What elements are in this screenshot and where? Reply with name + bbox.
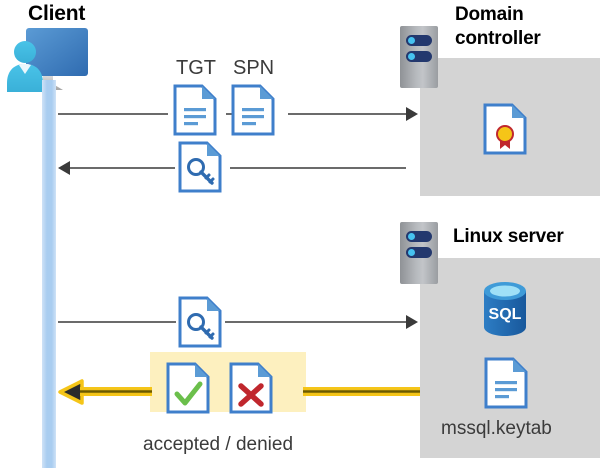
presented-ticket-document-key-icon — [178, 296, 222, 348]
flow-ticket-line-right — [230, 167, 406, 169]
rack-led-icon — [408, 233, 415, 240]
sql-database-icon: SQL — [484, 282, 526, 336]
flow-request-arrowhead-icon — [406, 107, 418, 121]
client-computer-icon — [7, 28, 88, 92]
verdict-line-right — [303, 387, 420, 396]
rack-led-icon — [408, 249, 415, 256]
accepted-document-check-icon — [166, 362, 210, 414]
rack-bar — [406, 247, 432, 258]
service-ticket-document-key-icon — [178, 141, 222, 193]
rack-led-icon — [408, 53, 415, 60]
rack-bar — [406, 35, 432, 46]
flow-ticket-line-left — [70, 167, 175, 169]
spn-document-icon — [231, 84, 275, 136]
client-title: Client — [28, 2, 86, 25]
domain-controller-title-line1: Domain — [455, 4, 524, 25]
rack-bar — [406, 231, 432, 242]
flow-request-line-right — [288, 113, 406, 115]
rack-led-icon — [408, 37, 415, 44]
svg-text:SQL: SQL — [489, 306, 522, 323]
tgt-document-icon — [173, 84, 217, 136]
flow-ticket-arrowhead-icon — [58, 161, 70, 175]
client-lifeline — [42, 80, 56, 468]
linux-server-title: Linux server — [453, 226, 564, 247]
flow-present-line-left — [58, 321, 176, 323]
spn-label: SPN — [233, 57, 275, 79]
keytab-document-icon — [484, 357, 528, 409]
verdict-caption: accepted / denied — [143, 434, 294, 455]
flow-present-arrowhead-icon — [406, 315, 418, 329]
rack-bar — [406, 51, 432, 62]
domain-controller-title-line2: controller — [455, 28, 541, 49]
flow-request-line-left — [58, 113, 168, 115]
keytab-filename-label: mssql.keytab — [441, 418, 552, 439]
verdict-line-left — [80, 387, 152, 396]
linux-server-rack-icon — [400, 222, 438, 284]
domain-controller-rack-icon — [400, 26, 438, 88]
flow-request-line-mid — [226, 113, 236, 115]
denied-document-cross-icon — [229, 362, 273, 414]
flow-present-line-right — [225, 321, 406, 323]
certificate-document-icon — [483, 103, 527, 155]
tgt-label: TGT — [176, 57, 216, 79]
